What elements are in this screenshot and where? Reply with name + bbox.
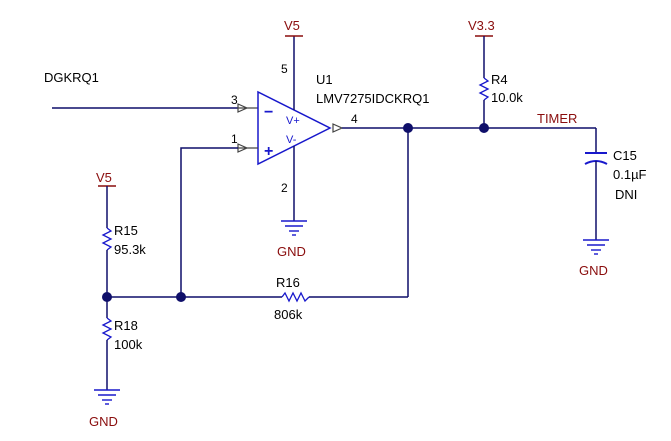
pin2-number: 2 <box>281 181 288 195</box>
junction-dot <box>102 292 112 302</box>
opamp-part-number: LMV7275IDCKRQ1 <box>316 91 429 106</box>
junction-dot <box>403 123 413 133</box>
c15-ref: C15 <box>613 148 637 163</box>
pin5-number: 5 <box>281 62 288 76</box>
ground-icon <box>583 239 609 255</box>
r4-resistor-icon <box>478 77 490 101</box>
opamp-ref: U1 <box>316 72 333 87</box>
r15-ref: R15 <box>114 223 138 238</box>
pin1-lead <box>237 143 258 153</box>
r15-value: 95.3k <box>114 242 146 257</box>
opamp-plus-sign: + <box>264 143 273 160</box>
r15-resistor-icon <box>101 227 113 251</box>
v33-label: V3.3 <box>468 18 495 33</box>
opamp-minus-sign: − <box>264 104 273 121</box>
timer-net-label: TIMER <box>537 111 577 126</box>
r18-value: 100k <box>114 337 143 352</box>
r16-resistor-icon <box>281 291 310 303</box>
noninv-wire <box>180 147 238 297</box>
pin4-arrow <box>332 123 344 133</box>
r18-resistor-icon <box>101 317 113 341</box>
gnd-r18-label: GND <box>89 414 118 429</box>
r4-ref: R4 <box>491 72 508 87</box>
opamp-vminus-label: V- <box>286 134 297 146</box>
input-net-label: DGKRQ1 <box>44 70 99 85</box>
r4-value: 10.0k <box>491 90 523 105</box>
v5-left-label: V5 <box>96 170 112 185</box>
c15-dni-note: DNI <box>615 187 637 202</box>
r18-ref: R18 <box>114 318 138 333</box>
pin4-number: 4 <box>351 112 358 126</box>
gnd-opamp-label: GND <box>277 244 306 259</box>
r16-ref: R16 <box>276 275 300 290</box>
ground-icon <box>281 220 307 236</box>
gnd-c15-label: GND <box>579 263 608 278</box>
pin3-number: 3 <box>231 93 238 107</box>
pin1-number: 1 <box>231 132 238 146</box>
junction-dot <box>479 123 489 133</box>
pin3-lead <box>237 103 258 113</box>
c15-value: 0.1µF <box>613 167 647 182</box>
ground-icon <box>94 389 120 405</box>
r16-value: 806k <box>274 307 303 322</box>
opamp-vplus-label: V+ <box>286 115 300 127</box>
junction-dot <box>176 292 186 302</box>
v5-top-label: V5 <box>284 18 300 33</box>
